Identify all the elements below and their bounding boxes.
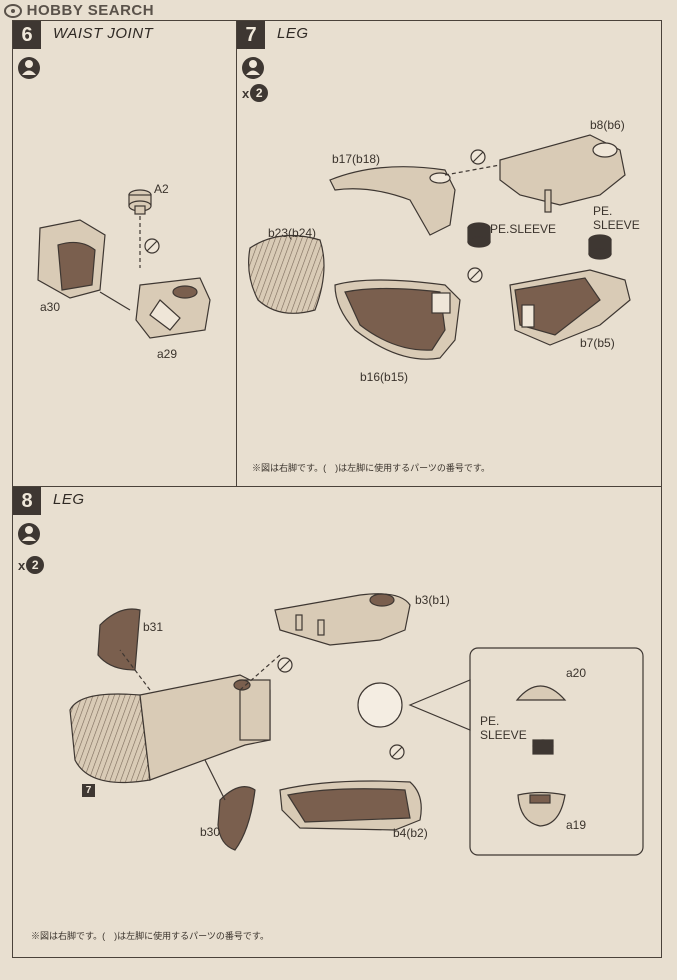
person-icon xyxy=(18,523,40,545)
part-a19 xyxy=(517,791,566,827)
step-8-note: ※図は右脚です。( )は左脚に使用するパーツの番号です。 xyxy=(31,931,270,941)
part-b31 xyxy=(97,608,141,671)
person-icon xyxy=(18,57,40,79)
part-b8 xyxy=(499,134,626,213)
label-b7: b7(b5) xyxy=(580,336,615,350)
no-glue-icon xyxy=(389,744,405,760)
step-8-number: 8 xyxy=(13,487,41,515)
person-icon xyxy=(242,57,264,79)
label-a20: a20 xyxy=(566,666,587,680)
part-a30 xyxy=(37,219,106,299)
hobby-search-logo-icon xyxy=(4,4,22,19)
part-b17 xyxy=(329,166,456,236)
step-7-title: LEG xyxy=(277,25,309,42)
part-b7 xyxy=(509,269,631,346)
part-pe-sleeve-3 xyxy=(532,739,554,755)
part-b23 xyxy=(248,234,325,314)
step-7-number: 7 xyxy=(237,21,265,49)
part-a2 xyxy=(128,189,152,215)
quantity-count: 2 xyxy=(26,556,45,574)
hobby-search-watermark: HOBBY SEARCH xyxy=(4,2,154,22)
step-7-reference-badge: 7 xyxy=(82,784,95,797)
label-a30: a30 xyxy=(40,300,61,314)
label-pe-sleeve-1: PE.SLEEVE xyxy=(490,222,557,236)
label-a29: a29 xyxy=(157,347,178,361)
label-b16: b16(b15) xyxy=(360,370,409,384)
step-6-title: WAIST JOINT xyxy=(53,25,154,42)
no-glue-icon xyxy=(144,238,160,254)
label-b30: b30 xyxy=(200,825,221,839)
no-glue-icon xyxy=(467,267,483,283)
step-7-note: ※図は右脚です。( )は左脚に使用するパーツの番号です。 xyxy=(252,463,491,473)
part-b3 xyxy=(274,593,411,646)
label-pe-sleeve-3b: SLEEVE xyxy=(480,728,527,742)
no-glue-icon xyxy=(470,149,486,165)
part-b16 xyxy=(334,279,461,360)
step-6-number: 6 xyxy=(13,21,41,49)
label-b8: b8(b6) xyxy=(590,118,625,132)
step-8-title: LEG xyxy=(53,491,85,508)
part-pe-sleeve-2 xyxy=(588,234,612,260)
label-b17: b17(b18) xyxy=(332,152,381,166)
label-pe-sleeve-2a: PE. xyxy=(593,204,613,218)
quantity-count: 2 xyxy=(250,84,269,102)
label-b4: b4(b2) xyxy=(393,826,428,840)
part-ball xyxy=(357,682,403,728)
label-b3: b3(b1) xyxy=(415,593,450,607)
label-pe-sleeve-3a: PE. xyxy=(480,714,500,728)
part-b30 xyxy=(217,786,256,851)
label-b23: b23(b24) xyxy=(268,226,317,240)
part-pe-sleeve-1 xyxy=(467,222,491,248)
part-a20 xyxy=(515,685,567,701)
label-a2: A2 xyxy=(154,182,169,196)
watermark-text: HOBBY SEARCH xyxy=(26,2,155,19)
part-b4 xyxy=(279,780,422,831)
label-b31: b31 xyxy=(143,620,164,634)
label-pe-sleeve-2b: SLEEVE xyxy=(593,218,640,232)
leg-assembly-7 xyxy=(69,674,271,784)
label-a19: a19 xyxy=(566,818,587,832)
no-glue-icon xyxy=(277,657,293,673)
detail-callout-box xyxy=(408,647,644,856)
part-a29 xyxy=(135,277,211,339)
